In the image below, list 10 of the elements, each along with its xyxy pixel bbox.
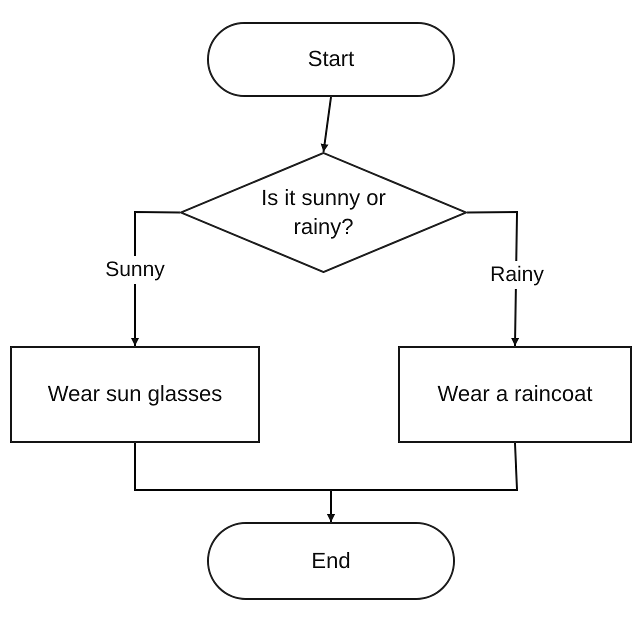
decision-diamond (180, 152, 467, 273)
connector-arrow (320, 96, 332, 152)
node-text: Start (308, 45, 354, 74)
connector-arrow (327, 442, 518, 522)
node-text: Is it sunny or rainy? (260, 184, 387, 241)
process-box (398, 346, 632, 443)
node-text: Wear sun glasses (48, 380, 222, 408)
process-box (10, 346, 260, 443)
node-text: Wear a raincoat (438, 380, 592, 408)
node-text: End (311, 546, 351, 575)
